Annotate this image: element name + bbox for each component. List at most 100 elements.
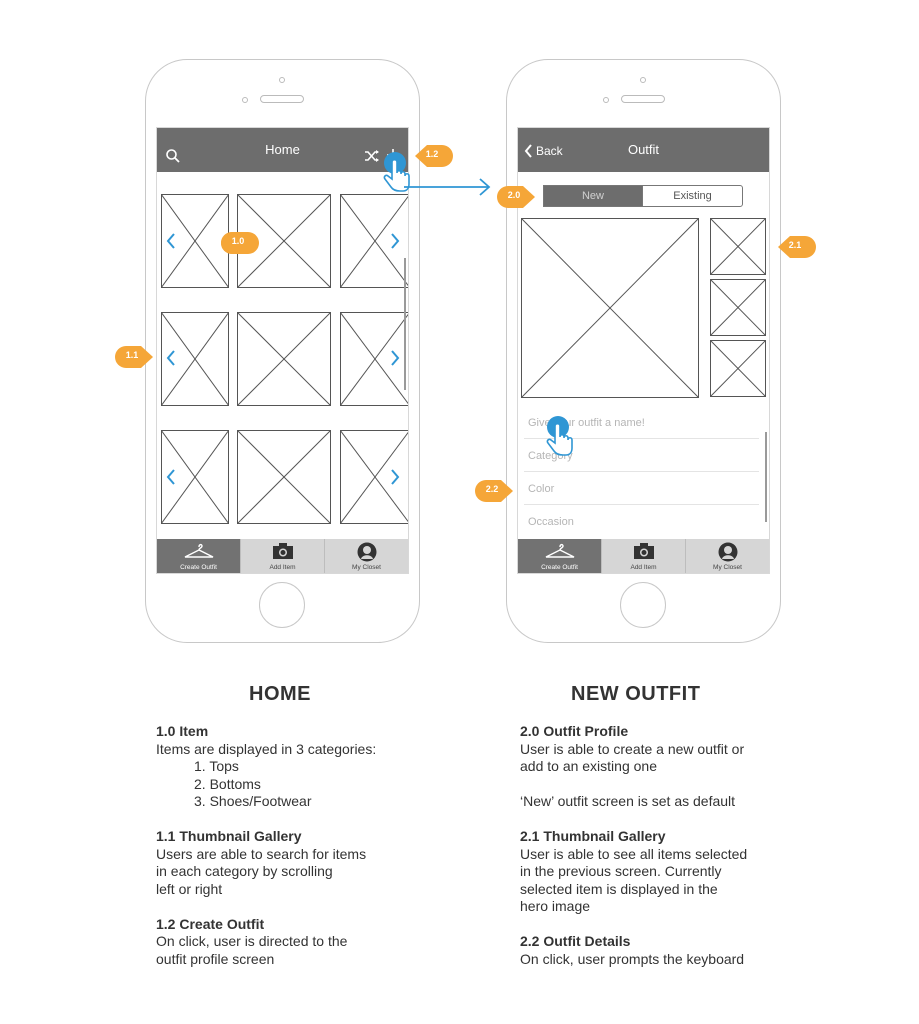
phone-speaker (621, 95, 665, 103)
section-text: hero image (520, 898, 591, 914)
section-heading: 1.0 Item (156, 723, 209, 739)
tap-indicator-icon (546, 416, 573, 456)
section-text: add to an existing one (520, 758, 657, 774)
tab-label: Create Outfit (180, 564, 217, 571)
badge-label: 1.0 (231, 236, 245, 246)
camera-icon (272, 543, 293, 559)
outfit-screen: Back Outfit New Existing Give your outfi… (517, 127, 770, 574)
section-heading: 2.1 Thumbnail Gallery (520, 828, 666, 844)
list-item: 2. Bottoms (194, 775, 261, 792)
section-note: ‘New’ outfit screen is set as default (520, 793, 736, 809)
page-title: Outfit (627, 142, 660, 157)
hero-image (521, 218, 699, 398)
page-title: Home (265, 142, 300, 157)
chevron-right-icon[interactable] (390, 350, 400, 366)
section-text: On click, user prompts the keyboard (520, 950, 745, 967)
tab-label: My Closet (713, 564, 742, 571)
scrollbar[interactable] (404, 258, 406, 390)
segment-new[interactable]: New (543, 185, 643, 207)
tab-label: Add Item (630, 564, 657, 571)
tab-label: My Closet (352, 564, 381, 571)
home-button[interactable] (620, 582, 666, 628)
outfit-navbar: Back Outfit (518, 128, 769, 172)
tab-label: Add Item (269, 564, 296, 571)
phone-camera (279, 77, 285, 83)
annotation-badge-2-2: 2.2 (474, 479, 513, 502)
gallery-thumbnail[interactable] (710, 279, 766, 336)
phone-sensor (242, 97, 248, 103)
tab-bar: Create Outfit Add Item My Closet (518, 539, 769, 573)
color-field[interactable]: Color (524, 473, 759, 505)
chevron-left-icon[interactable] (166, 469, 176, 485)
section-text: Items are displayed in 3 categories: (156, 740, 377, 757)
list-item: 1. Tops (194, 758, 239, 774)
outfit-description: 2.0 Outfit Profile User is able to creat… (520, 723, 840, 968)
item-thumbnail[interactable] (340, 312, 408, 406)
item-thumbnail[interactable] (237, 430, 331, 524)
back-label: Back (536, 144, 563, 158)
gallery-thumbnail[interactable] (710, 340, 766, 397)
hanger-icon (184, 543, 213, 558)
section-heading: 1.1 Thumbnail Gallery (156, 828, 302, 844)
badge-label: 2.2 (485, 484, 499, 494)
section-text: User is able to create a new outfit or (520, 740, 745, 757)
section-text: in the previous screen. Currently (520, 863, 722, 879)
annotation-badge-2-0: 2.0 (496, 185, 535, 208)
badge-label: 1.2 (425, 149, 439, 159)
badge-label: 2.0 (507, 190, 521, 200)
chevron-left-icon[interactable] (166, 350, 176, 366)
item-thumbnail[interactable] (340, 194, 408, 288)
annotation-badge-1-0: 1.0 (220, 231, 259, 254)
tab-add-item[interactable]: Add Item (240, 539, 324, 573)
segment-existing[interactable]: Existing (642, 185, 743, 207)
camera-icon (633, 543, 654, 559)
list-item: 3. Shoes/Footwear (194, 793, 312, 809)
annotation-badge-1-2: 1.2 (414, 144, 453, 167)
tab-add-item[interactable]: Add Item (601, 539, 685, 573)
occasion-field[interactable]: Occasion (528, 516, 574, 528)
item-thumbnail[interactable] (237, 312, 331, 406)
gallery-thumbnail[interactable] (710, 218, 766, 275)
home-description: 1.0 Item Items are displayed in 3 catego… (156, 723, 456, 968)
profile-icon (357, 542, 376, 562)
chevron-left-icon[interactable] (166, 233, 176, 249)
item-thumbnail[interactable] (161, 430, 229, 524)
tab-my-closet[interactable]: My Closet (685, 539, 769, 573)
new-outfit-heading: NEW OUTFIT (571, 683, 701, 705)
section-text: outfit profile screen (156, 950, 275, 967)
home-heading: HOME (249, 683, 311, 705)
tap-indicator-icon (383, 152, 410, 192)
annotation-badge-2-1: 2.1 (777, 235, 816, 258)
home-screen: Home Create Outfit Add I (156, 127, 409, 574)
tab-label: Create Outfit (541, 564, 578, 571)
section-heading: 1.2 Create Outfit (156, 915, 265, 932)
section-text: left or right (156, 880, 223, 897)
tab-create-outfit[interactable]: Create Outfit (157, 539, 240, 573)
section-text: User is able to see all items selected (520, 845, 748, 862)
phone-speaker (260, 95, 304, 103)
section-text: in each category by scrolling (156, 863, 333, 879)
flow-arrow (404, 178, 491, 196)
search-icon[interactable] (165, 148, 181, 164)
section-heading: 2.0 Outfit Profile (520, 723, 629, 739)
badge-label: 2.1 (788, 240, 802, 250)
shuffle-icon[interactable] (364, 150, 380, 162)
tab-my-closet[interactable]: My Closet (324, 539, 408, 573)
section-text: Users are able to search for items (156, 845, 367, 862)
badge-label: 1.1 (125, 350, 139, 360)
tab-create-outfit[interactable]: Create Outfit (518, 539, 601, 573)
chevron-right-icon[interactable] (390, 233, 400, 249)
profile-icon (718, 542, 737, 562)
item-thumbnail[interactable] (340, 430, 408, 524)
home-navbar: Home (157, 128, 408, 172)
hanger-icon (545, 543, 574, 558)
scrollbar[interactable] (765, 432, 767, 522)
annotation-badge-1-1: 1.1 (114, 345, 153, 368)
phone-camera (640, 77, 646, 83)
tab-bar: Create Outfit Add Item My Closet (157, 539, 408, 573)
item-thumbnail[interactable] (161, 312, 229, 406)
section-text: On click, user is directed to the (156, 933, 348, 949)
section-text: selected item is displayed in the (520, 880, 718, 897)
chevron-right-icon[interactable] (390, 469, 400, 485)
home-button[interactable] (259, 582, 305, 628)
